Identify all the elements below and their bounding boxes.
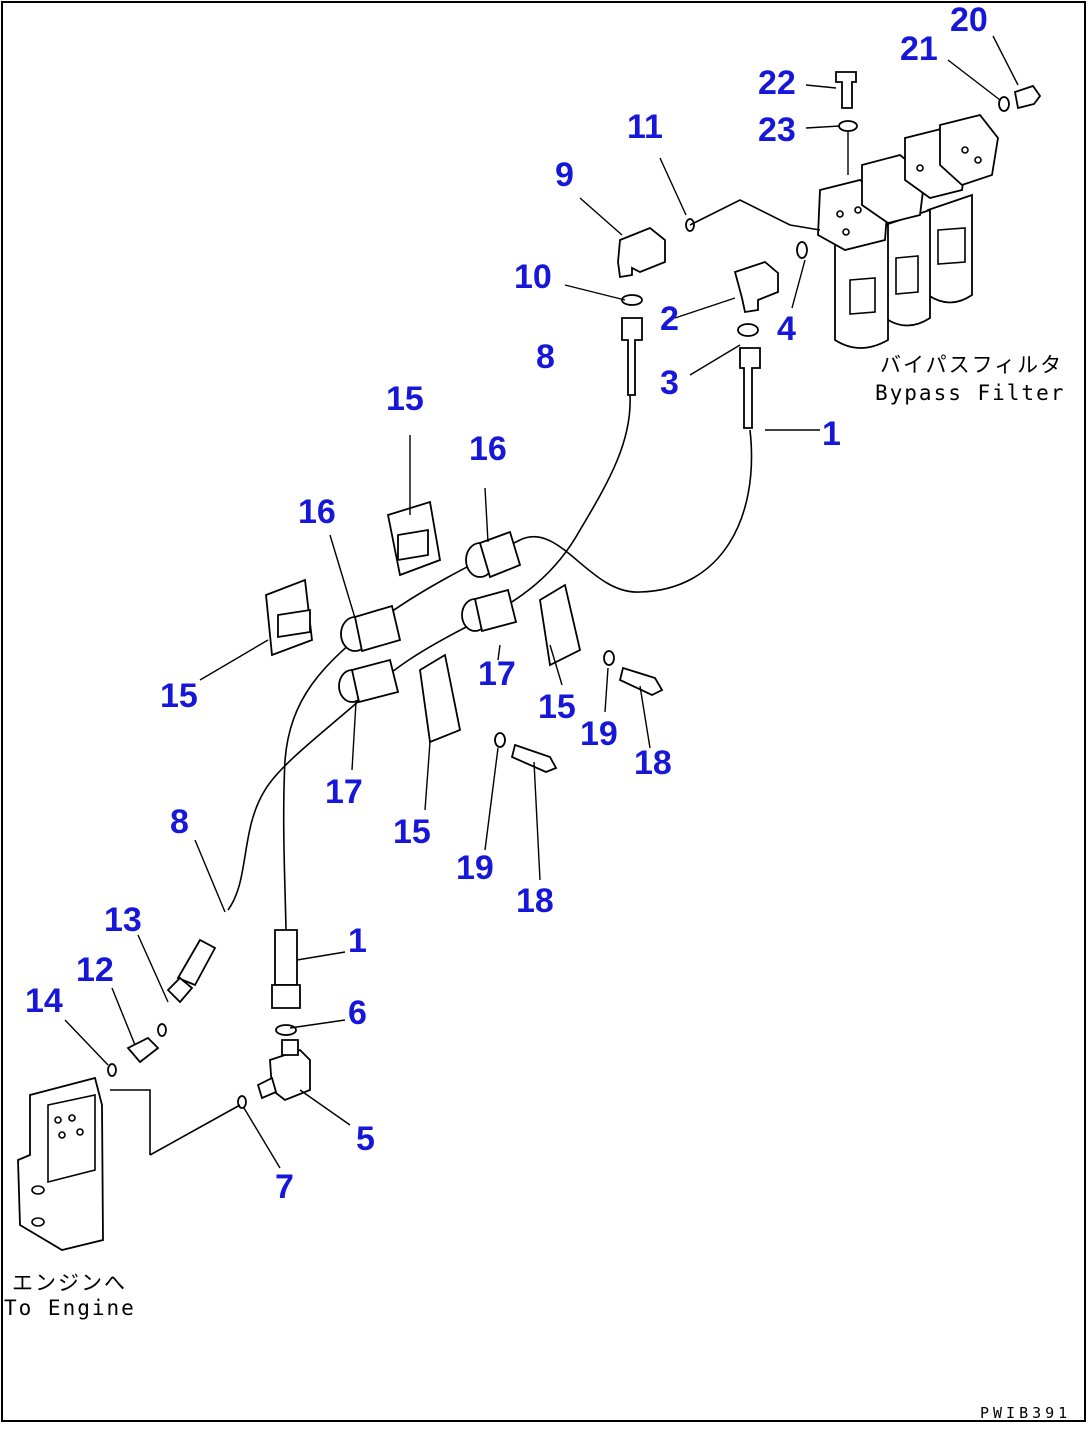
callout-14: 14 [25,982,63,1020]
callout-12: 12 [76,951,114,989]
engine-block [17,1076,104,1251]
callout-19-b: 19 [456,849,494,887]
leader-lines [64,35,1019,1169]
callout-15-b: 15 [160,677,198,715]
callout-18-a: 18 [634,744,672,782]
callout-16-b: 16 [298,493,336,531]
callout-17-b: 17 [325,773,363,811]
callout-15-a: 15 [386,380,424,418]
callout-8-upper: 8 [536,338,555,376]
callout-16-a: 16 [469,430,507,468]
callout-19-a: 19 [580,715,618,753]
callout-15-d: 15 [393,813,431,851]
callout-11: 11 [627,108,663,146]
callout-10: 10 [514,258,552,296]
to-engine-label-jp: エンジンへ [12,1271,127,1295]
callout-15-c: 15 [538,688,576,726]
hoses [166,317,761,1009]
callout-5: 5 [356,1120,375,1158]
callout-18-b: 18 [516,882,554,920]
notes: バイパスフィルタ Bypass Filter エンジンへ To Engine P… [4,353,1071,1422]
bypass-filter-assembly [817,113,999,349]
routing-lines [110,199,821,1156]
callout-17-a: 17 [478,655,516,693]
callout-21: 21 [900,30,938,68]
callout-3: 3 [660,364,679,402]
callout-8-lower: 8 [170,803,189,841]
callout-1-upper: 1 [822,415,841,453]
callout-1-lower: 1 [348,922,367,960]
callout-22: 22 [758,64,796,102]
callout-13: 13 [104,901,142,939]
callout-7: 7 [275,1168,294,1206]
callout-23: 23 [758,111,796,149]
bypass-filter-label-en: Bypass Filter [875,381,1065,405]
callout-20: 20 [950,1,988,39]
to-engine-label-en: To Engine [4,1296,136,1320]
callouts: 1 1 2 3 4 5 6 7 8 8 9 10 11 12 13 14 15 … [25,1,988,1206]
engine-side-fittings [107,1023,311,1109]
callout-4: 4 [777,310,796,348]
bypass-filter-label-jp: バイパスフィルタ [880,353,1063,377]
callout-2: 2 [660,300,679,338]
drawing-code: PWIB391 [980,1404,1071,1422]
bolts-and-washers [494,650,664,773]
callout-9: 9 [555,156,574,194]
elbow-fittings-top [617,226,779,337]
clamps-and-brackets [265,500,582,744]
callout-6: 6 [348,994,367,1032]
